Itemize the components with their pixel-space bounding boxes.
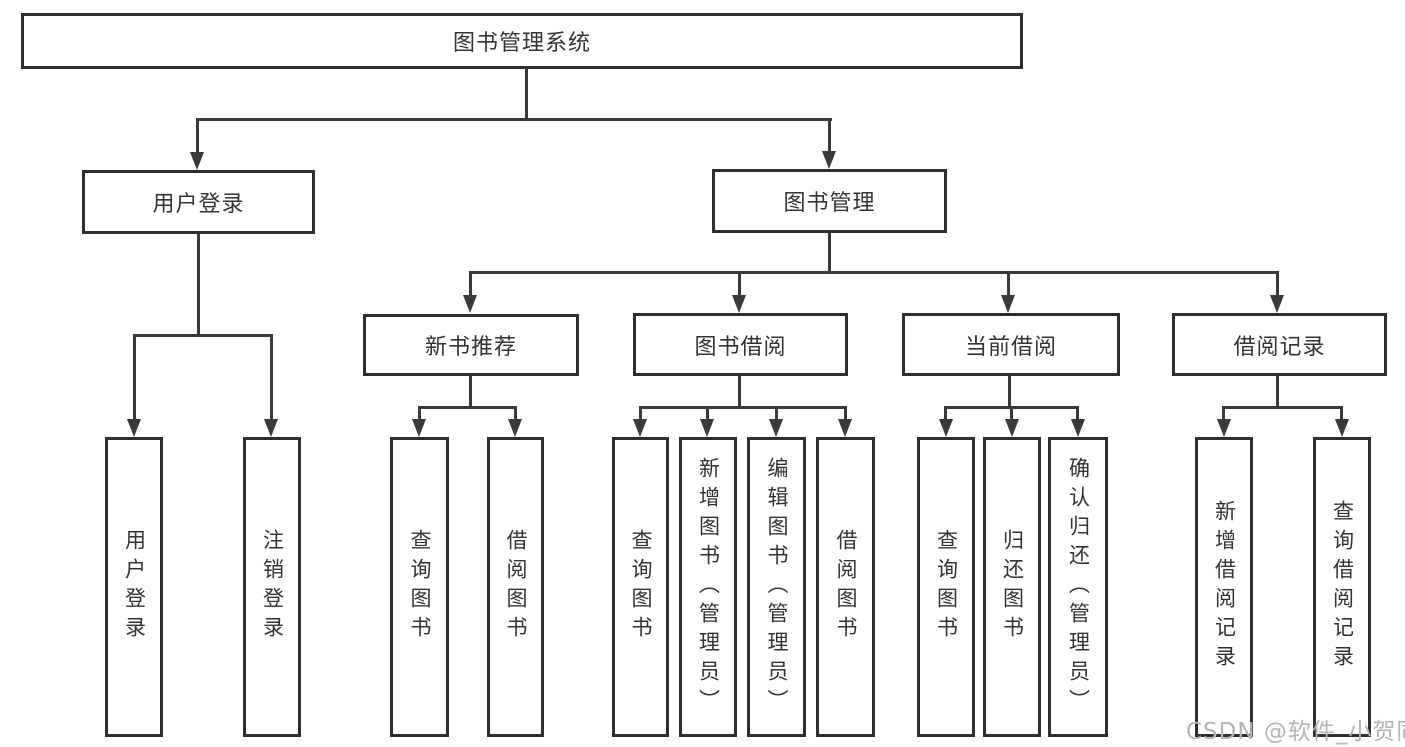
node-book-borrow: 图书借阅 [633, 313, 848, 376]
arrow-down-icon [1270, 295, 1284, 313]
leaf-query-book-borrow: 查询图书 [612, 437, 669, 737]
node-borrow-record: 借阅记录 [1172, 313, 1387, 376]
node-current-borrow: 当前借阅 [902, 313, 1120, 376]
leaf-label: 查询图书 [934, 529, 959, 645]
connector-line [469, 271, 472, 297]
node-user-login: 用户登录 [82, 170, 315, 234]
node-book-borrow-label: 图书借阅 [694, 334, 787, 360]
arrow-down-icon [1070, 419, 1085, 437]
leaf-return-book: 归还图书 [983, 437, 1041, 737]
leaf-label: 归还图书 [1000, 529, 1025, 645]
arrow-down-icon [822, 151, 836, 169]
leaf-label: 用户登录 [122, 529, 147, 645]
node-user-login-label: 用户登录 [152, 192, 245, 217]
leaf-label: 借阅图书 [504, 529, 528, 645]
connector-line [1340, 406, 1343, 420]
leaf-logout: 注销登录 [243, 437, 301, 737]
arrow-down-icon [412, 419, 426, 437]
connector-line [775, 406, 778, 420]
watermark: CSDN @软件_小贺同学 [1186, 719, 1405, 745]
leaf-label: 借阅图书 [834, 529, 858, 645]
connector-line [844, 406, 847, 420]
connector-line [197, 234, 200, 337]
connector-line [196, 118, 199, 154]
connector-line [639, 406, 642, 420]
connector-line [944, 406, 947, 420]
node-new-book-recommend: 新书推荐 [363, 314, 579, 376]
connector-line [525, 68, 528, 121]
connector-line [706, 406, 709, 420]
leaf-edit-book-admin: 编辑图书（管理员） [747, 437, 806, 737]
connector-line [738, 376, 741, 409]
connector-line [1010, 406, 1013, 420]
leaf-label: 注销登录 [260, 529, 285, 645]
connector-line [196, 118, 832, 121]
connector-line [1008, 376, 1011, 409]
node-book-management: 图书管理 [712, 169, 947, 233]
connector-line [418, 406, 517, 409]
leaf-borrow-book-recommend: 借阅图书 [487, 437, 544, 737]
leaf-confirm-return-admin: 确认归还（管理员） [1048, 437, 1108, 737]
arrow-down-icon [700, 419, 714, 437]
leaf-query-book-current: 查询图书 [917, 437, 975, 737]
leaf-label: 新增图书（管理员） [696, 456, 721, 718]
leaf-borrow-book: 借阅图书 [816, 437, 875, 737]
connector-line [828, 233, 831, 274]
arrow-down-icon [127, 419, 141, 437]
arrow-down-icon [732, 295, 746, 313]
leaf-label: 查询借阅记录 [1330, 500, 1355, 674]
connector-line [1222, 406, 1225, 420]
arrow-down-icon [190, 152, 204, 170]
connector-line [514, 406, 517, 420]
leaf-label: 确认归还（管理员） [1066, 456, 1091, 718]
connector-line [469, 376, 472, 409]
connector-line [1222, 406, 1343, 409]
leaf-label: 查询图书 [408, 529, 432, 645]
connector-line [738, 271, 741, 297]
leaf-label: 编辑图书（管理员） [765, 456, 789, 718]
leaf-query-book-recommend: 查询图书 [390, 437, 449, 737]
node-root-label: 图书管理系统 [452, 31, 591, 56]
leaf-add-book-admin: 新增图书（管理员） [679, 437, 737, 737]
leaf-query-borrow-record: 查询借阅记录 [1313, 437, 1371, 737]
arrow-down-icon [838, 419, 852, 437]
arrow-down-icon [264, 419, 278, 437]
connector-line [1076, 406, 1079, 420]
arrow-down-icon [633, 419, 647, 437]
node-borrow-record-label: 借阅记录 [1233, 334, 1326, 360]
arrow-down-icon [1001, 295, 1015, 313]
node-current-borrow-label: 当前借阅 [964, 334, 1057, 360]
arrow-down-icon [1334, 419, 1349, 437]
connector-line [639, 406, 847, 409]
connector-line [270, 334, 273, 420]
arrow-down-icon [938, 419, 953, 437]
arrow-down-icon [1216, 419, 1231, 437]
connector-line [418, 406, 421, 420]
arrow-down-icon [508, 419, 522, 437]
connector-line [1276, 271, 1279, 297]
leaf-add-borrow-record: 新增借阅记录 [1195, 437, 1253, 737]
arrow-down-icon [463, 295, 477, 313]
node-new-book-recommend-label: 新书推荐 [424, 335, 517, 360]
connector-line [1276, 376, 1279, 409]
connector-line [1007, 271, 1010, 297]
connector-line [828, 118, 831, 153]
node-root: 图书管理系统 [21, 13, 1023, 69]
leaf-user-login: 用户登录 [105, 437, 163, 737]
leaf-label: 查询图书 [629, 529, 653, 645]
connector-line [469, 271, 1279, 274]
node-book-management-label: 图书管理 [783, 191, 876, 216]
arrow-down-icon [1004, 419, 1019, 437]
connector-line [133, 334, 136, 420]
connector-line [133, 334, 273, 337]
arrow-down-icon [769, 419, 783, 437]
leaf-label: 新增借阅记录 [1212, 500, 1237, 674]
